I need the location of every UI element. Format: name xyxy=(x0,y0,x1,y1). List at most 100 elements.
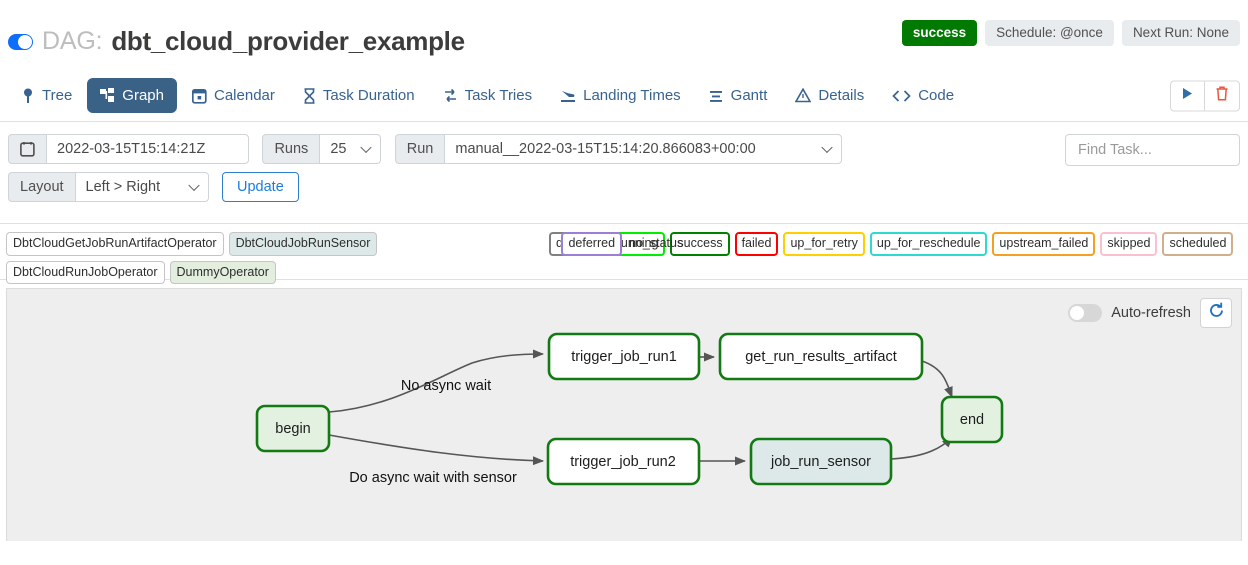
tab-label: Details xyxy=(818,87,865,104)
dag-name-label: dbt_cloud_provider_example xyxy=(111,26,465,56)
layout-label: Layout xyxy=(8,172,75,202)
run-label: Run xyxy=(394,134,445,164)
layout-group: Layout Left > Right xyxy=(8,172,209,202)
node-shape xyxy=(255,404,331,453)
tab-list: Tree Graph Calendar Task Duration Task T xyxy=(8,78,967,113)
auto-refresh-label: Auto-refresh xyxy=(1111,305,1191,321)
dag-title: DAG: dbt_cloud_provider_example xyxy=(8,26,465,57)
find-task-input[interactable]: Find Task... xyxy=(1065,134,1240,166)
execution-date-input[interactable]: 2022-03-15T15:14:21Z xyxy=(46,134,249,164)
node-shape xyxy=(718,332,924,381)
layout-select[interactable]: Left > Right xyxy=(74,172,209,202)
legend-status-upstream-failed: upstream_failed xyxy=(992,232,1096,256)
tab-tree[interactable]: Tree xyxy=(8,78,85,113)
tab-landing-times[interactable]: Landing Times xyxy=(547,78,694,113)
graph-icon xyxy=(100,88,115,103)
edge-begin-to-trigger1 xyxy=(328,349,545,413)
graph-node-begin[interactable]: begin xyxy=(255,404,331,453)
landing-icon xyxy=(560,88,576,103)
tab-gantt[interactable]: Gantt xyxy=(696,78,781,113)
header-badges: success Schedule: @once Next Run: None xyxy=(901,20,1240,46)
node-label: job_run_sensor xyxy=(770,454,871,470)
legend-status-up-for-retry: up_for_retry xyxy=(783,232,865,256)
tab-label: Task Duration xyxy=(322,87,415,104)
legend-status-skipped: skipped xyxy=(1100,232,1158,256)
tab-label: Calendar xyxy=(214,87,275,104)
run-filter-bar: 2022-03-15T15:14:21Z Runs 25 Run manual_… xyxy=(0,122,1248,224)
refresh-icon xyxy=(1208,302,1225,324)
edge-begin-to-trigger2 xyxy=(328,434,545,466)
node-label: get_run_results_artifact xyxy=(745,349,897,365)
gantt-icon xyxy=(709,89,724,103)
dag-graph-panel: Auto-refresh No async xyxy=(6,288,1242,541)
legend-status-success: success xyxy=(670,232,730,256)
legend-status-deferred: deferred xyxy=(561,232,623,256)
node-shape xyxy=(940,395,1004,444)
trigger-dag-button[interactable] xyxy=(1170,80,1205,111)
calendar-icon xyxy=(192,88,207,104)
schedule-badge[interactable]: Schedule: @once xyxy=(985,20,1114,46)
next-run-badge: Next Run: None xyxy=(1121,20,1240,46)
edge-artifact-to-end xyxy=(921,360,953,399)
runs-count-group: Runs 25 xyxy=(262,134,382,164)
play-icon xyxy=(1181,86,1194,105)
node-shape xyxy=(749,437,893,486)
calendar-icon[interactable] xyxy=(8,134,46,164)
graph-edge-labels: No async wait Do async wait with sensor xyxy=(349,378,517,486)
tab-details[interactable]: Details xyxy=(782,78,877,113)
tab-label: Tree xyxy=(42,87,73,104)
run-select-group: Run manual__2022-03-15T15:14:20.866083+0… xyxy=(394,134,843,164)
page-header: DAG: dbt_cloud_provider_example success … xyxy=(0,0,1248,70)
tree-icon xyxy=(21,88,35,104)
tab-label: Code xyxy=(918,87,955,104)
runs-label: Runs xyxy=(262,134,320,164)
graph-node-job-run-sensor[interactable]: job_run_sensor xyxy=(749,437,893,486)
legend-status-no-status: no_status xyxy=(629,236,684,250)
status-legend: queued running success failed up_for_ret… xyxy=(549,232,1244,256)
graph-node-trigger-job-run1[interactable]: trigger_job_run1 xyxy=(547,332,701,381)
node-label: trigger_job_run2 xyxy=(570,454,676,470)
graph-node-trigger-job-run2[interactable]: trigger_job_run2 xyxy=(546,437,701,486)
legend-operator-chip: DummyOperator xyxy=(169,260,276,284)
retry-icon xyxy=(443,88,458,103)
tab-code[interactable]: Code xyxy=(879,78,967,113)
tab-label: Landing Times xyxy=(583,87,681,104)
graph-nodes: begin trigger_job_run1 get_run_results_a… xyxy=(255,332,1004,486)
legend-operator-chip: DbtCloudGetJobRunArtifactOperator xyxy=(6,232,224,256)
execution-date-group: 2022-03-15T15:14:21Z xyxy=(8,134,249,164)
refresh-button[interactable] xyxy=(1200,298,1232,328)
tab-graph[interactable]: Graph xyxy=(87,78,177,113)
dag-actions xyxy=(1170,80,1240,111)
legend-status-up-for-reschedule: up_for_reschedule xyxy=(869,232,988,256)
edge-label-no-async-wait: No async wait xyxy=(401,378,491,394)
update-button[interactable]: Update xyxy=(222,172,299,202)
tab-label: Graph xyxy=(122,87,164,104)
tab-task-duration[interactable]: Task Duration xyxy=(290,78,428,113)
dag-graph-canvas[interactable]: No async wait Do async wait with sensor … xyxy=(7,289,1242,541)
legend-status-scheduled: scheduled xyxy=(1162,232,1234,256)
view-tabbar: Tree Graph Calendar Task Duration Task T xyxy=(0,70,1248,122)
legend-status-running: running xyxy=(609,232,666,256)
tab-label: Task Tries xyxy=(464,87,533,104)
graph-toolbar: Auto-refresh xyxy=(1068,298,1232,328)
graph-node-end[interactable]: end xyxy=(940,395,1004,444)
auto-refresh-toggle[interactable] xyxy=(1068,304,1103,322)
trash-icon xyxy=(1215,85,1229,106)
node-label: trigger_job_run1 xyxy=(571,349,677,365)
tab-calendar[interactable]: Calendar xyxy=(179,78,288,113)
run-select[interactable]: manual__2022-03-15T15:14:20.866083+00:00 xyxy=(444,134,843,164)
legend-status-failed: failed xyxy=(734,232,779,256)
hourglass-icon xyxy=(303,87,316,104)
tab-task-tries[interactable]: Task Tries xyxy=(430,78,546,113)
dag-pause-toggle-icon[interactable] xyxy=(8,33,33,50)
delete-dag-button[interactable] xyxy=(1205,80,1240,111)
legend-operator-chip: DbtCloudJobRunSensor xyxy=(228,232,378,256)
status-badge: success xyxy=(901,20,978,46)
runs-count-select[interactable]: 25 xyxy=(319,134,382,164)
graph-node-get-run-results-artifact[interactable]: get_run_results_artifact xyxy=(718,332,924,381)
edge-label-do-async-wait: Do async wait with sensor xyxy=(349,470,517,486)
edge-sensor-to-end xyxy=(890,436,953,460)
warning-icon xyxy=(795,88,812,103)
legend-operator-chip: DbtCloudRunJobOperator xyxy=(6,260,165,284)
code-icon xyxy=(892,89,911,103)
